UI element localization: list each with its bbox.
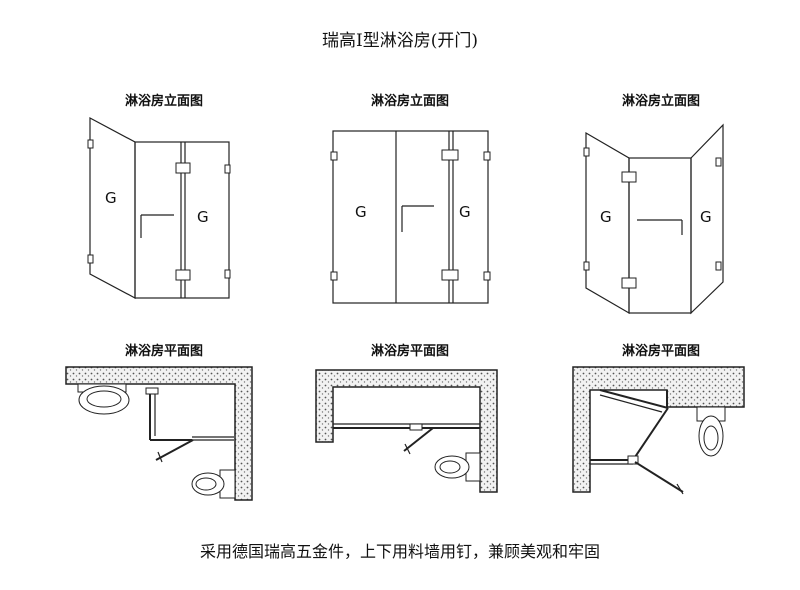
plan-1 (65, 366, 253, 501)
elevation-label-3: 淋浴房立面图 (621, 94, 700, 109)
elevation-1: G G (87, 117, 231, 299)
glass-mark: G (105, 189, 117, 207)
elevation-label-2: 淋浴房立面图 (370, 94, 449, 109)
plan-label-3: 淋浴房平面图 (621, 344, 700, 359)
elevation-label-1: 淋浴房立面图 (124, 94, 203, 109)
diagram-title: 瑞高I型淋浴房(开门) (322, 31, 478, 51)
glass-mark: G (355, 203, 367, 221)
elevation-3: G G (583, 123, 724, 315)
plan-label-2: 淋浴房平面图 (370, 344, 449, 359)
glass-mark: G (459, 203, 471, 221)
toilet (191, 469, 236, 499)
washbasin (77, 383, 130, 415)
footer-note: 采用德国瑞高五金件，上下用料墙用钉，兼顾美观和牢固 (199, 542, 600, 561)
glass-mark: G (600, 208, 612, 226)
toilet (434, 452, 481, 482)
plan-3 (572, 366, 745, 495)
glass-mark: G (700, 208, 712, 226)
plan-2 (315, 369, 498, 493)
toilet (696, 406, 726, 457)
plan-label-1: 淋浴房平面图 (124, 344, 203, 359)
elevation-2: G G (330, 130, 491, 304)
glass-mark: G (197, 208, 209, 226)
